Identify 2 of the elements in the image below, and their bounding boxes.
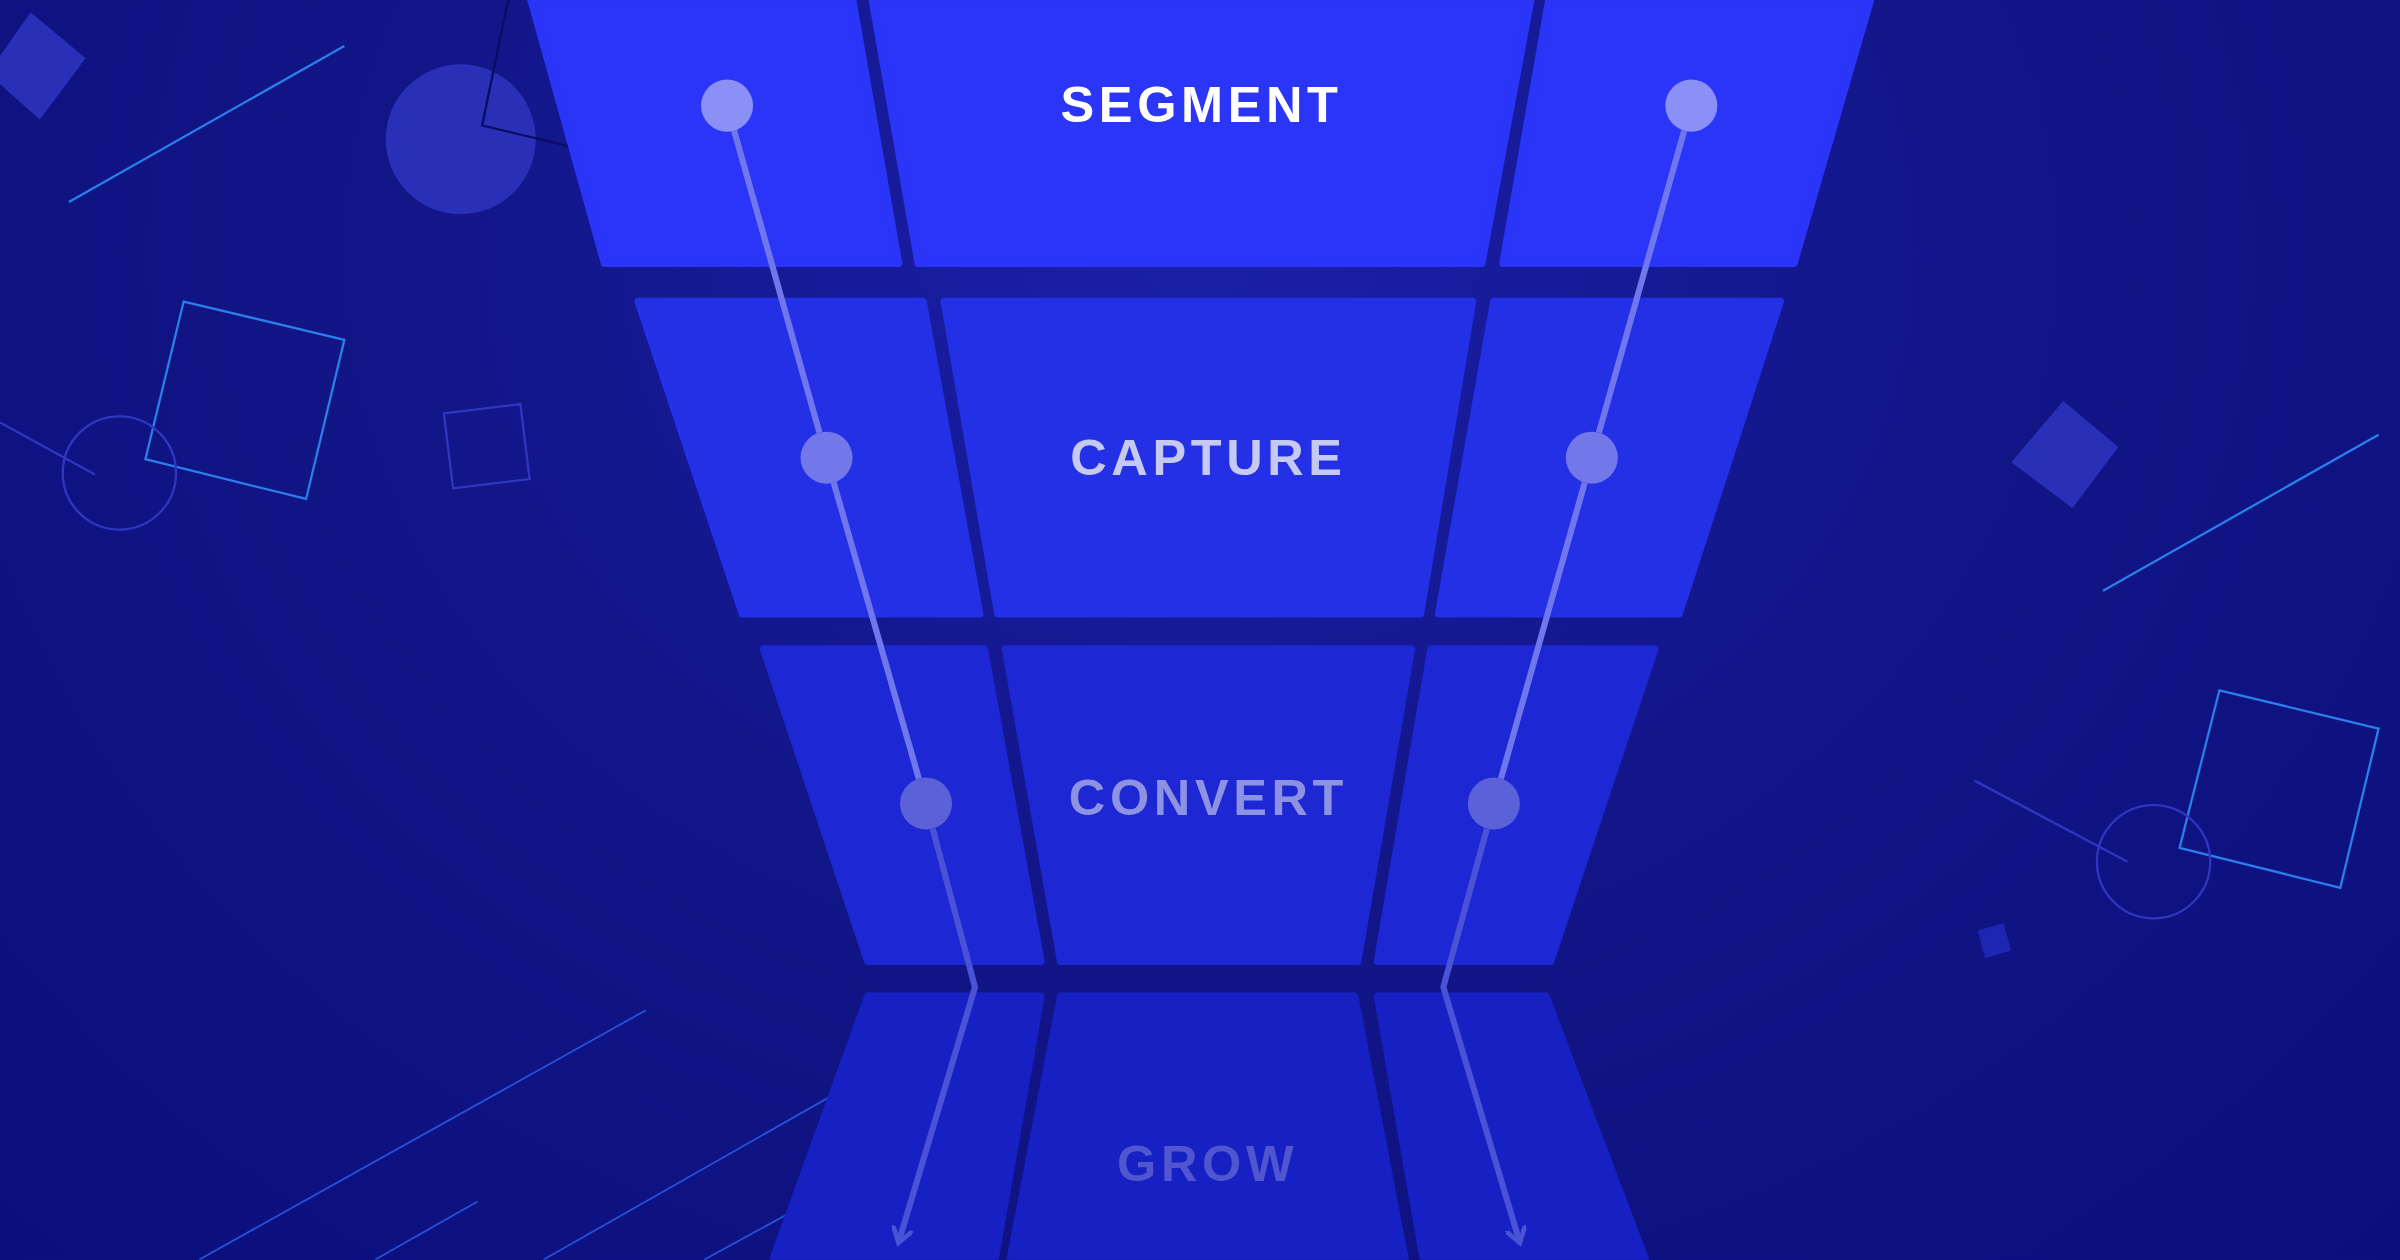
stage-label: SEGMENT [1060,78,1343,130]
stage-label: GROW [1117,1138,1299,1189]
